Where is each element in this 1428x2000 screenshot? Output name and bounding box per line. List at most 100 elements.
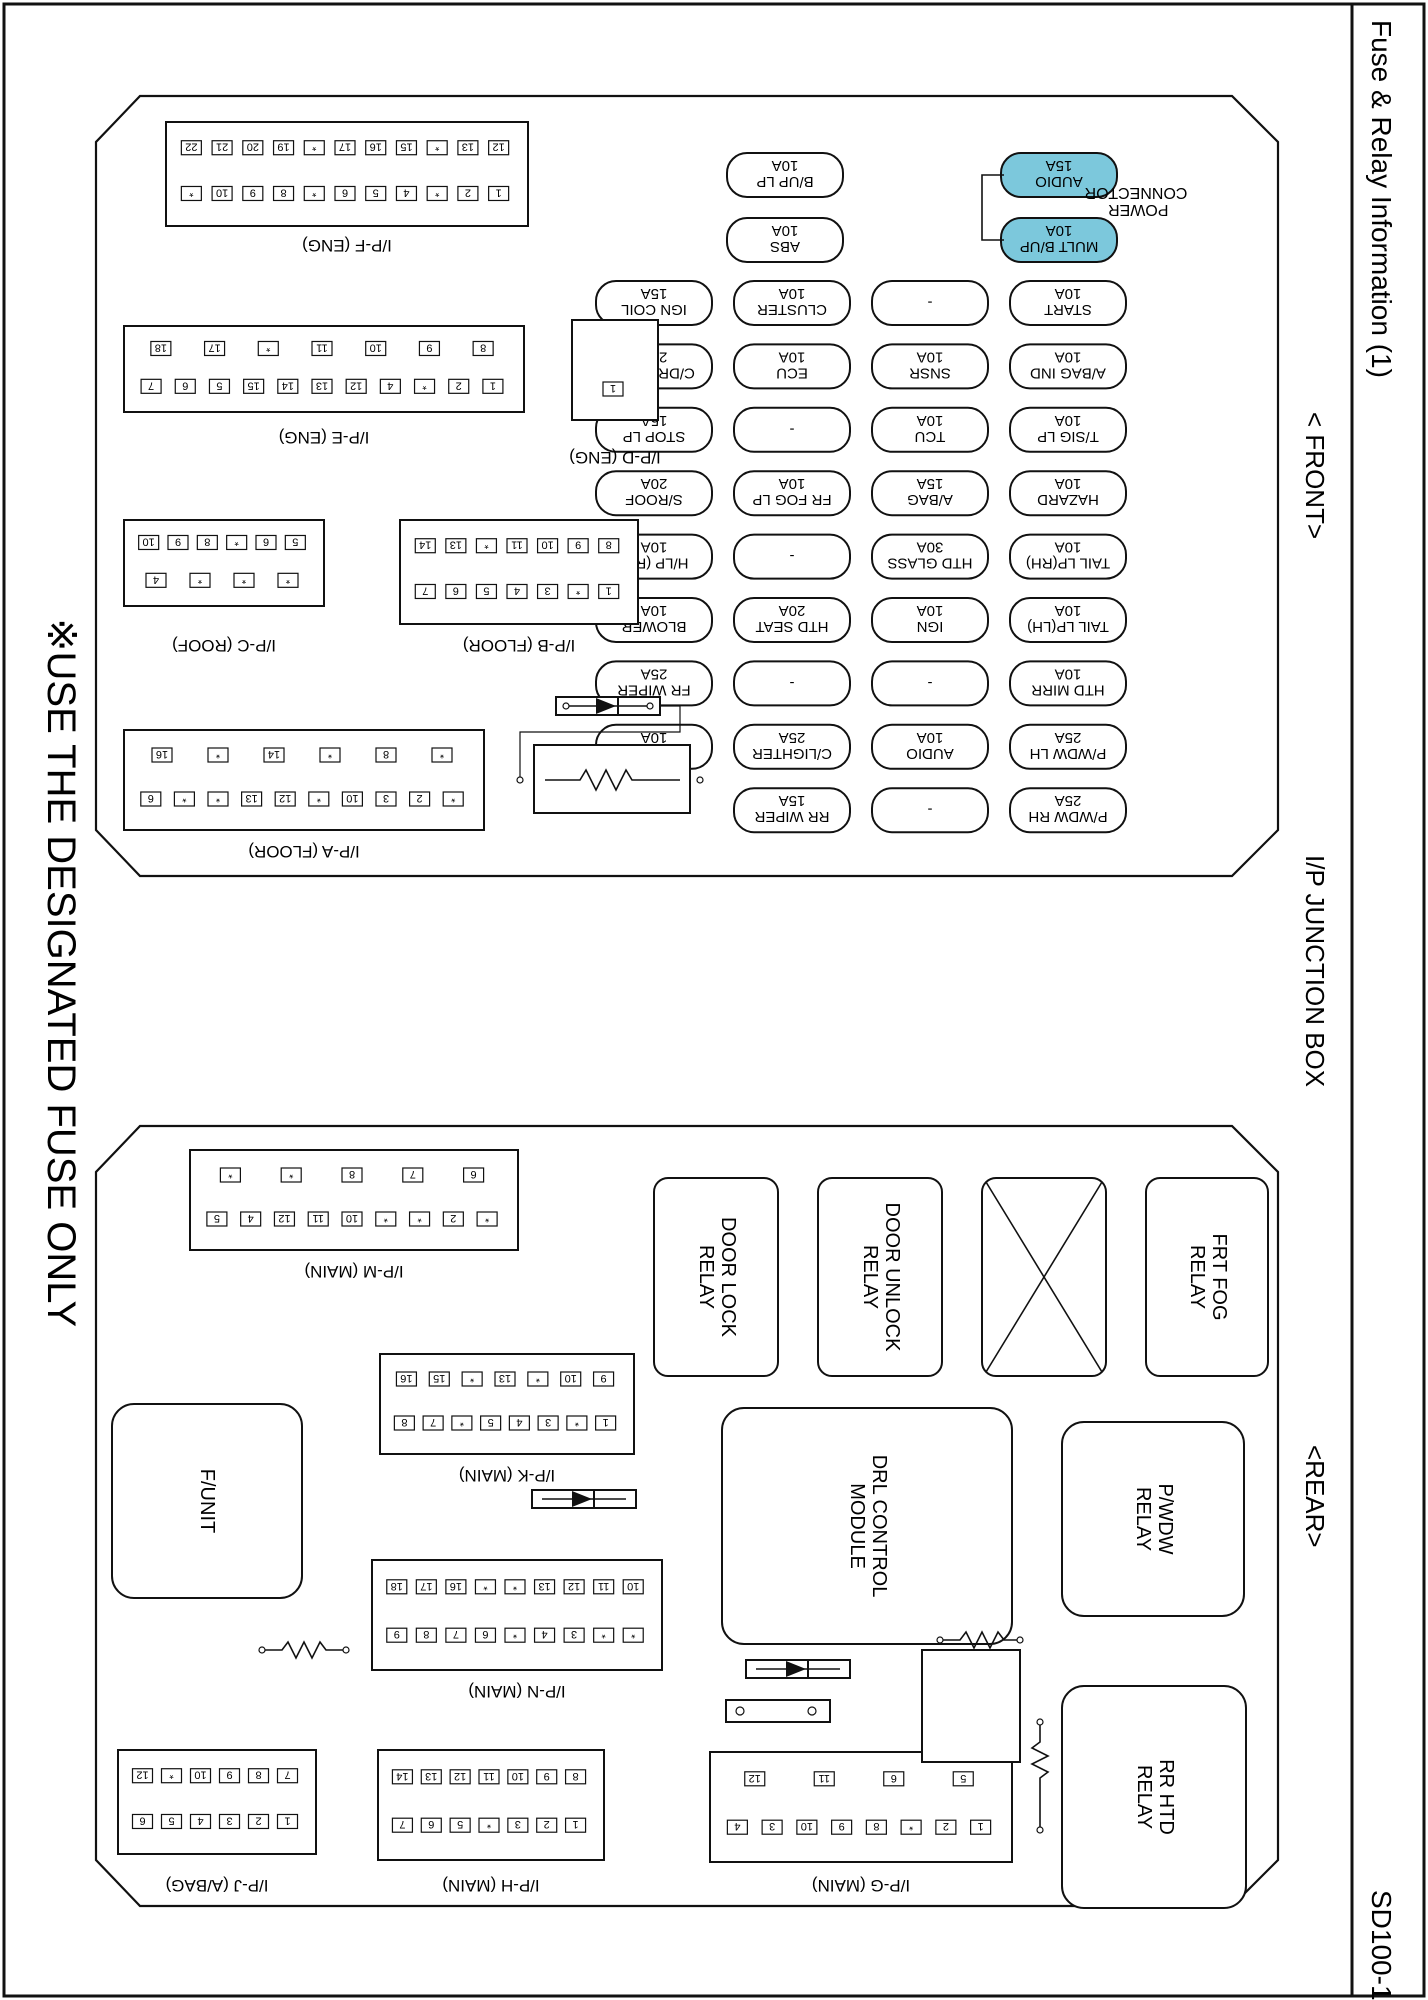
connector-pin-number: 9: [394, 1628, 400, 1640]
fuse-rating: 15A: [917, 475, 944, 492]
fuse-body: [726, 217, 844, 263]
connector-pin-number: 7: [410, 1168, 416, 1180]
connector-pin: [272, 185, 295, 202]
connector-label: I/P-E (ENG): [279, 428, 370, 447]
connector-pin-number: 11: [313, 1212, 324, 1224]
connector-pin: [391, 1817, 414, 1833]
connector-pin-number: 8: [280, 186, 286, 198]
connector-pin: [303, 185, 325, 202]
connector-pin-number: 10: [143, 535, 155, 547]
connector-pin-number: 4: [403, 186, 409, 198]
connector-pin-number: 9: [839, 1820, 845, 1832]
connector-pin: [865, 1819, 887, 1835]
connector-pin-number: 10: [565, 1372, 577, 1384]
connector-pin-number: 12: [568, 1580, 580, 1592]
connector-body: [165, 121, 529, 227]
fuse-name: CLUSTER: [757, 301, 827, 318]
fuse-rating: 10A: [779, 285, 806, 302]
relay-body: [653, 1177, 779, 1377]
connector-pin-number: 1: [603, 1416, 609, 1428]
connector-pin: [831, 1819, 853, 1835]
fuse-label: SNSR10A: [909, 348, 951, 381]
connector-pin: [307, 1211, 329, 1227]
diode-icon: [745, 1659, 851, 1679]
fuse: TAIL LP(RH)10A: [1009, 533, 1127, 580]
fuse-name: HTD MIRR: [1031, 681, 1104, 698]
fuse-body: [871, 533, 989, 580]
fuse-rating: 20A: [779, 602, 806, 619]
fuse: -: [871, 787, 989, 834]
connector-body: [117, 1749, 317, 1855]
connector-pin-number: 16: [156, 748, 168, 760]
connector-label: I/P-A (FLOOR): [248, 842, 359, 861]
connector-pin-number: 4: [248, 1212, 254, 1224]
connector-pin-number: *: [512, 1580, 517, 1592]
connector-pin: [507, 1769, 529, 1785]
connector-pin-number: 10: [194, 1769, 206, 1781]
connector-pin-number: 8: [255, 1769, 261, 1781]
connector-pin: [311, 340, 333, 357]
connector-pin-number: 5: [488, 1416, 494, 1428]
connector-pin: [494, 1371, 516, 1387]
connector-pin: [255, 534, 277, 551]
connector-pin-number: *: [434, 186, 439, 198]
connector-pin: [761, 1819, 783, 1835]
fuse-name: MULT B/UP: [1020, 238, 1099, 255]
connector-pin-number: 6: [263, 535, 269, 547]
connector-pin-number: 5: [960, 1772, 966, 1784]
connector-pin-number: 3: [571, 1628, 577, 1640]
connector-pin-number: 15: [433, 1372, 445, 1384]
connector-pin: [474, 1579, 497, 1595]
connector-pin-number: *: [316, 792, 321, 804]
connector-pin: [240, 1211, 262, 1227]
connector-pin-number: *: [215, 792, 220, 804]
fuse: -: [733, 533, 851, 580]
fuse-name: HAZARD: [1037, 491, 1099, 508]
fuse-body: [1009, 787, 1127, 834]
fuse-name: AUDIO: [906, 745, 954, 762]
fuse-body: [733, 406, 851, 453]
fuse: HTD SEAT20A: [733, 597, 851, 643]
connector-pin: [140, 791, 162, 807]
fuse-label: P/WDW LH25A: [1030, 729, 1107, 762]
connector-pin-number: 5: [457, 1818, 463, 1830]
fuse-label: AUDIO10A: [906, 729, 954, 762]
fuse-body: [733, 533, 851, 580]
connector-pin-number: *: [417, 1212, 422, 1224]
connector-pin: [151, 747, 173, 763]
fuse-label: -: [928, 294, 933, 311]
fuse-label: A/BAG IND10A: [1030, 348, 1106, 381]
junction-box-title: I/P JUNCTION BOX: [1300, 855, 1330, 1087]
connector-pin-number: *: [241, 573, 246, 585]
relay-label-line: DOOR UNLOCK: [881, 1203, 903, 1353]
fuse: A/BAG IND10A: [1009, 343, 1127, 390]
connector-pin: [284, 534, 306, 551]
connector-pin-number: 10: [346, 1212, 358, 1224]
relay-label: F/UNIT: [196, 1469, 218, 1533]
fuse-label: -: [928, 674, 933, 691]
fuse-name: -: [790, 421, 795, 438]
fuse-name: A/BAG: [907, 491, 953, 508]
connector-pin: [449, 1817, 471, 1833]
fuse: MULT B/UP10A: [1000, 217, 1118, 263]
fuse-rating: 10A: [917, 412, 944, 429]
connector-pin: [211, 140, 233, 156]
fuse-name: ECU: [776, 364, 808, 381]
connector-pin: [442, 791, 464, 807]
relay: DOOR UNLOCKRELAY: [817, 1177, 943, 1377]
connector-pin-number: 5: [214, 1212, 220, 1224]
cross-box-icon: [981, 1177, 1107, 1377]
connector-pin-number: 6: [891, 1772, 897, 1784]
relay-label-line: RELAY: [1132, 1487, 1154, 1551]
connector-pin: [595, 1415, 617, 1431]
connector-pin-number: 5: [373, 186, 379, 198]
resistor-icon: [516, 705, 704, 814]
fuse: HAZARD10A: [1009, 470, 1127, 517]
connector-pin: [598, 538, 620, 554]
fuse-rating: 10A: [917, 348, 944, 365]
connector-pin: [277, 378, 299, 394]
connector-pin-number: *: [439, 748, 444, 760]
connector-pin-number: 4: [197, 1814, 203, 1826]
